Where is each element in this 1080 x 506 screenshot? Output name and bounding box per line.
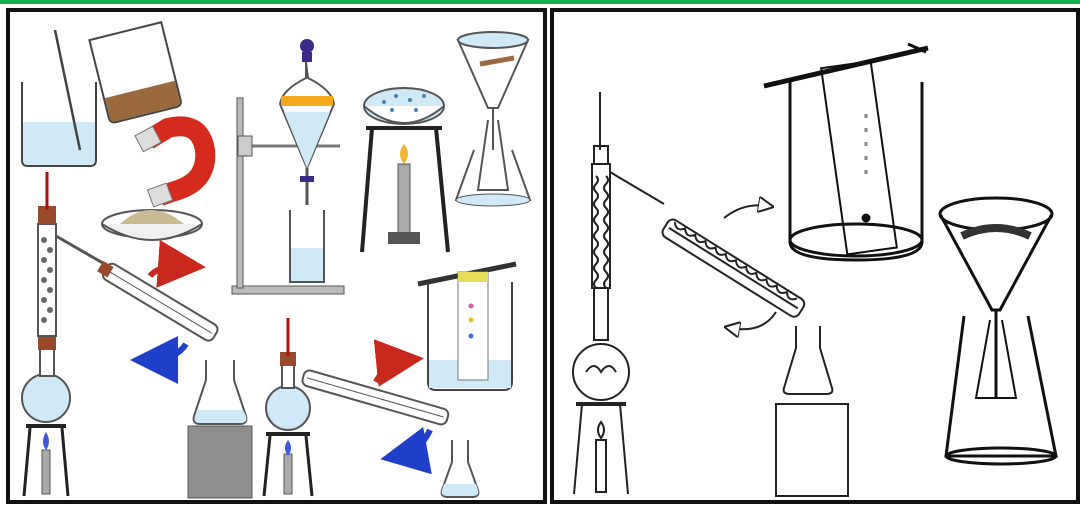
color-panel xyxy=(8,10,545,502)
top-accent-bar xyxy=(0,0,1080,4)
line-art-panel xyxy=(552,10,1078,502)
